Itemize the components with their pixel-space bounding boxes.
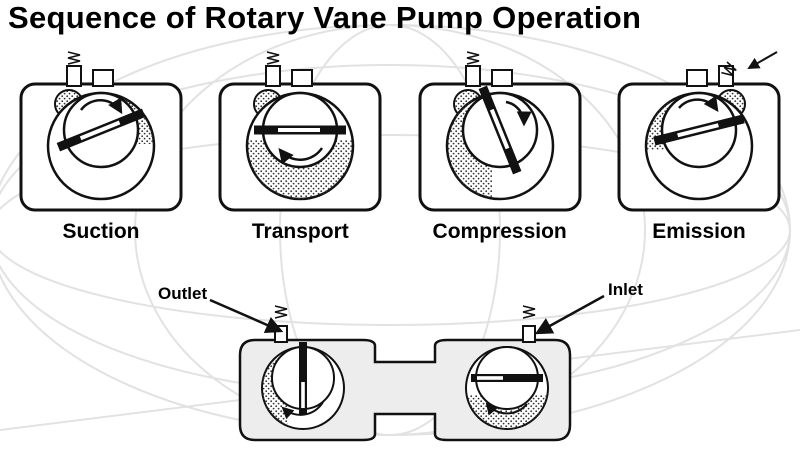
left-vane — [299, 342, 307, 414]
stage-label-emission: Emission — [652, 220, 746, 243]
fluid-stipple-region — [262, 349, 288, 427]
page-title: Sequence of Rotary Vane Pump Operation — [8, 0, 642, 35]
spring-icon — [466, 51, 479, 65]
suction-pump-diagram — [19, 51, 183, 212]
outlet-label: Outlet — [158, 284, 208, 303]
stage-row: Suction — [0, 50, 800, 244]
spring-icon — [522, 305, 536, 319]
rotation-arrow-icon — [281, 401, 324, 420]
rotation-arrow-icon — [79, 97, 123, 115]
port — [685, 69, 708, 87]
port — [490, 69, 513, 87]
transport-pump-diagram — [218, 51, 382, 212]
stage-compression: Compression — [407, 50, 593, 244]
vane — [56, 108, 146, 152]
port — [92, 69, 114, 87]
spring-icon — [721, 61, 737, 77]
fluid-stipple-region — [101, 93, 154, 144]
inlet-port — [522, 325, 536, 343]
stage-label-suction: Suction — [62, 220, 140, 243]
emission-pump-diagram — [617, 51, 781, 212]
compression-pump-diagram — [418, 51, 582, 212]
stage-suction: Suction — [8, 50, 194, 244]
right-vane — [471, 374, 543, 382]
rotation-arrow-icon — [278, 147, 324, 165]
spring-icon — [274, 305, 288, 319]
inlet-label: Inlet — [608, 280, 643, 299]
spring-icon — [67, 51, 81, 65]
outlet-port — [274, 325, 288, 343]
exhaust-arrow-icon — [747, 51, 778, 69]
rotation-arrow-icon — [485, 402, 528, 416]
fluid-stipple-region — [247, 140, 354, 199]
vane — [478, 85, 522, 175]
rotation-arrow-icon — [678, 95, 719, 113]
stage-emission: Emission — [606, 50, 792, 244]
spring-icon — [267, 51, 280, 65]
port — [291, 69, 314, 87]
vane — [254, 125, 347, 135]
stage-label-transport: Transport — [251, 220, 349, 243]
fluid-stipple-region — [446, 93, 492, 198]
stage-transport: Transport — [207, 50, 393, 244]
rotation-arrow-icon — [505, 100, 532, 127]
port — [265, 65, 282, 87]
port — [464, 65, 481, 87]
stage-label-compression: Compression — [432, 220, 567, 243]
dual-pump-diagram — [238, 305, 572, 442]
vane — [653, 114, 745, 146]
port — [66, 65, 82, 87]
